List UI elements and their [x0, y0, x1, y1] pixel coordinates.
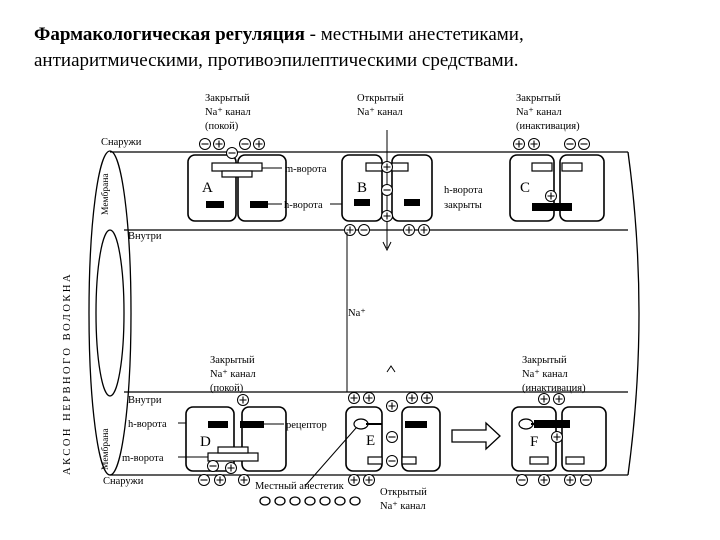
top-inside-label: Внутри: [128, 231, 162, 242]
receptor-label: рецептор: [286, 420, 327, 431]
channel-f: Закрытый Na⁺ канал (инактивация) F: [511, 355, 607, 487]
channel-f-letter: F: [530, 434, 538, 450]
axon-label: АКСОН НЕРВНОГО ВОЛОКНА: [62, 272, 73, 475]
na-center-label: Na⁺: [348, 308, 366, 319]
channel-c-line1: Закрытый: [516, 93, 561, 104]
title-rest: - местными анестетиками, антиаритмически…: [34, 24, 524, 71]
bottom-m-gate-label: m-ворота: [122, 453, 164, 464]
channel-f-line3: (инактивация): [522, 383, 586, 394]
channel-d-line1: Закрытый: [210, 355, 255, 366]
channel-c-line3: (инактивация): [516, 121, 580, 132]
channel-a-line1: Закрытый: [205, 93, 250, 104]
top-outside-label: Снаружи: [101, 137, 142, 148]
channel-a-letter: A: [202, 180, 213, 196]
membrane-label-bottom: Мембрана: [100, 428, 111, 470]
channel-f-line2: Na⁺ канал: [522, 369, 568, 380]
channel-b: Открытый Na⁺ канал B: [341, 93, 433, 252]
h-gate-closed-1: h-ворота: [444, 185, 483, 196]
channel-a-line3: (покой): [205, 121, 239, 132]
channel-d-letter: D: [200, 434, 211, 450]
transition-arrow: [451, 421, 501, 451]
slide-title: Фармакологическая регуляция - местными а…: [34, 22, 694, 74]
channel-c-letter: C: [520, 180, 530, 196]
open-channel-line2: Na⁺ канал: [380, 501, 426, 512]
channel-e-letter: E: [366, 433, 375, 449]
axon-cylinder: [88, 150, 640, 476]
channel-b-line2: Na⁺ канал: [357, 107, 403, 118]
channel-a-line2: Na⁺ канал: [205, 107, 251, 118]
channel-d-line3: (покой): [210, 383, 244, 394]
bottom-h-gate-label: h-ворота: [128, 419, 167, 430]
channel-d-line2: Na⁺ канал: [210, 369, 256, 380]
anesthetic-label: Местный анестетик: [255, 481, 345, 492]
channel-d: Закрытый Na⁺ канал (покой) D: [185, 355, 287, 487]
channel-c-line2: Na⁺ канал: [516, 107, 562, 118]
channel-f-line1: Закрытый: [522, 355, 567, 366]
channel-b-letter: B: [357, 180, 367, 196]
channel-e: E: [345, 391, 441, 487]
anesthetic-molecules: [259, 496, 361, 506]
h-gate-closed-2: закрыты: [444, 200, 482, 211]
channel-a: Закрытый Na⁺ канал (покой) A: [187, 93, 287, 222]
h-gate-label: h-ворота: [284, 200, 323, 211]
title-bold: Фармакологическая регуляция: [34, 24, 305, 45]
bottom-inside-label: Внутри: [128, 395, 162, 406]
open-channel-line1: Открытый: [380, 487, 427, 498]
channel-b-line1: Открытый: [357, 93, 404, 104]
bottom-outside-label: Снаружи: [103, 476, 144, 487]
m-gate-label: m-ворота: [285, 164, 327, 175]
membrane-label-top: Мембрана: [100, 173, 111, 215]
channel-c: Закрытый Na⁺ канал (инактивация) C: [509, 93, 605, 222]
